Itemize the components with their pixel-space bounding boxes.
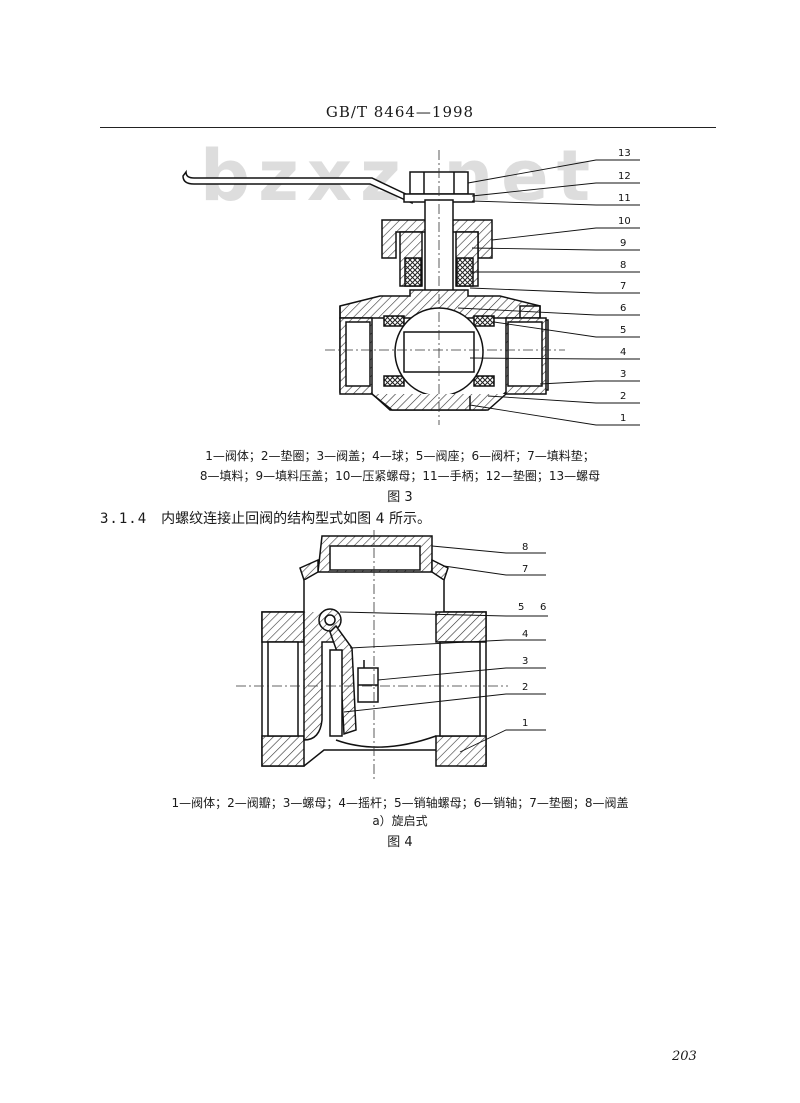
- callout-4-4: 4: [522, 629, 528, 640]
- centerlines-4: [236, 530, 508, 782]
- figure-4-legend: 1—阀体；2—阀瓣；3—螺母；4—摇杆；5—销轴螺母；6—销轴；7—垫圈；8—阀…: [171, 796, 629, 810]
- callout-12: 12: [618, 171, 631, 182]
- callout-3: 3: [620, 369, 626, 380]
- callout-11: 11: [618, 193, 631, 204]
- figure-3-legend-line-1: 1—阀体；2—垫圈；3—阀盖；4—球；5—阀座；6—阀杆；7—填料垫；: [205, 449, 595, 463]
- section-3-1-4: 3.1.4 内螺纹连接止回阀的结构型式如图 4 所示。: [100, 508, 431, 528]
- figure-3-legend-line-2: 8—填料；9—填料压盖；10—压紧螺母；11—手柄；12—垫圈；13—螺母: [199, 469, 601, 483]
- callout-4: 4: [620, 347, 626, 358]
- callout-4-6: 6: [540, 602, 546, 613]
- callout-7: 7: [620, 281, 626, 292]
- header-rule: [100, 127, 716, 128]
- callout-2: 2: [620, 391, 626, 402]
- page-number: 203: [672, 1049, 697, 1064]
- page-header: GB/T 8464—1998: [325, 103, 475, 121]
- figure-3-leaders: [457, 159, 640, 426]
- figure-4-leaders: [339, 545, 548, 753]
- section-text: 内螺纹连接止回阀的结构型式如图 4 所示。: [161, 511, 431, 527]
- callout-10: 10: [618, 216, 631, 227]
- figure-4-label: 图 4: [387, 835, 413, 850]
- centerlines: [325, 150, 565, 425]
- callout-4-3: 3: [522, 656, 528, 667]
- callout-4-7: 7: [522, 564, 528, 575]
- callout-4-8: 8: [522, 542, 528, 553]
- section-number: 3.1.4: [100, 511, 148, 527]
- swing-check-valve: [261, 535, 487, 767]
- callout-4-2: 2: [522, 682, 528, 693]
- callout-5: 5: [620, 325, 626, 336]
- ball-valve: [182, 169, 549, 411]
- callout-8: 8: [620, 260, 626, 271]
- callout-4-1: 1: [522, 718, 528, 729]
- figure-4-sublabel: a）旋启式: [372, 814, 428, 828]
- figure-3-label: 图 3: [387, 490, 413, 505]
- callout-6: 6: [620, 303, 626, 314]
- watermark: bzxz.net: [200, 135, 599, 217]
- callout-13: 13: [618, 148, 631, 159]
- callout-4-5: 5: [518, 602, 524, 613]
- callout-1: 1: [620, 413, 626, 424]
- callout-9: 9: [620, 238, 626, 249]
